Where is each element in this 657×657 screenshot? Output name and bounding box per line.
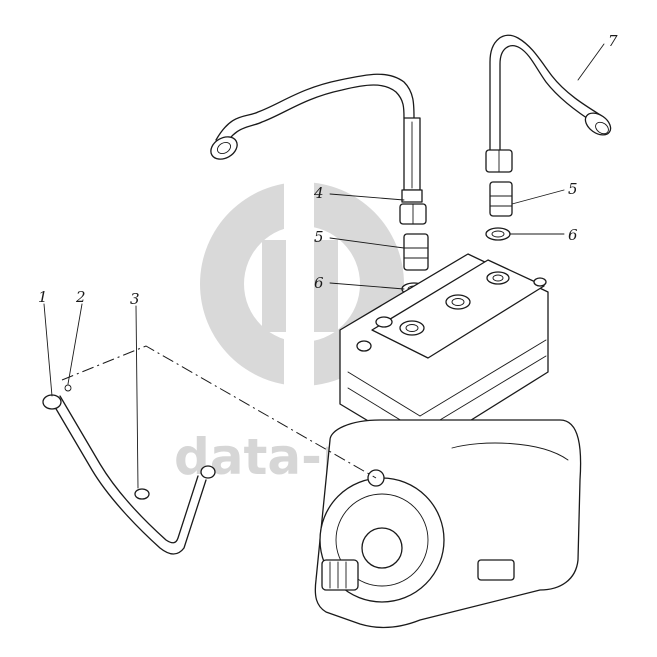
callout-6-right: 6 — [568, 226, 578, 244]
callout-4: 4 — [313, 184, 324, 202]
watermark-logo-icon — [200, 180, 404, 390]
callout-2: 2 — [75, 288, 86, 306]
callout-6-left: 6 — [314, 274, 324, 292]
callout-5-right: 5 — [568, 180, 578, 198]
upper-right-tube — [485, 34, 612, 173]
leader-lines — [43, 43, 605, 489]
assembly-line — [61, 345, 377, 479]
watermark: data-parts — [174, 180, 470, 486]
upper-left-tube — [210, 73, 427, 225]
callout-7: 7 — [608, 32, 618, 50]
callout-5-left: 5 — [314, 228, 324, 246]
compressor — [314, 253, 582, 629]
callouts: 1 2 3 4 5 6 5 6 7 — [38, 32, 618, 308]
lower-oil-line — [42, 384, 216, 555]
callout-1: 1 — [38, 288, 48, 306]
callout-3: 3 — [130, 290, 140, 308]
